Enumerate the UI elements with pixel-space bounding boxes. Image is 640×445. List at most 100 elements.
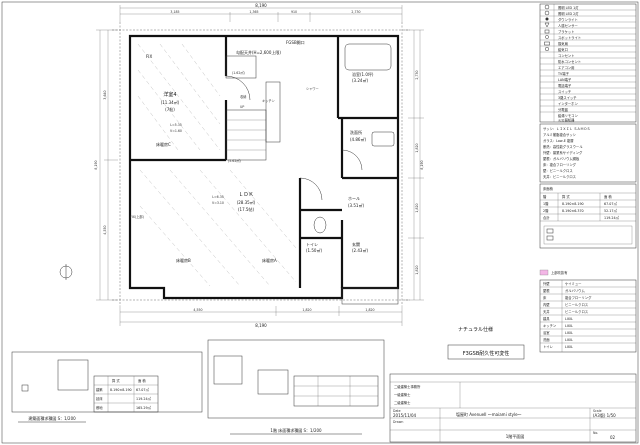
window-top-label: FGSB開口 (286, 39, 305, 45)
spec-badges: ナチュラル仕様 F3GSB耐久性可変性 (447, 326, 525, 360)
dim-bottom-overall: 8,190 (255, 323, 267, 328)
cov-h-2: 面 積 (138, 378, 146, 383)
spec-panel: サッシ：ＬＩＸＩＬ ＳＡＭＯＳ アルミ樹脂複合サッシ ガラス：Low-E 複層 … (539, 123, 637, 183)
up-label: UP (240, 105, 244, 109)
shower-label: シャワー (306, 86, 319, 91)
closet-area: (1.62㎡) (232, 70, 245, 75)
area-table-title: 床面積 (543, 186, 554, 191)
title-block: 二級建築士事務所 一級建築士 二級建築士 Date 2015/11/04 Dra… (389, 373, 637, 443)
area-h-0: 階 (543, 194, 547, 199)
spec-row-7: 壁：ビニールクロス (543, 168, 573, 173)
site-plan: 建築面積求積図 S：1/200 (11, 351, 203, 423)
dim-top-seg-0: 3,185 (170, 10, 179, 14)
western4-ceiling-l: L=5.35 (170, 123, 182, 127)
dim-bottom-seg-2: 1,820 (365, 308, 374, 312)
western4-name: 洋室4 (163, 91, 176, 98)
legend-item-8: コンセント (558, 53, 574, 58)
western4-ceiling-v: V=1.60 (170, 129, 182, 133)
right-dimensions: 8,190 2,730 1,820 1,820 1,820 (404, 29, 424, 301)
finish-r6-c0: キッチン (543, 323, 557, 328)
floor-area-plan: 1階 床面積求積図 S：1/200 (207, 339, 385, 435)
finish-r1-c1: ガルバリウム (565, 288, 585, 293)
dim-bottom-seg-1: 1,820 (302, 308, 311, 312)
ldk-name: ＬＤＫ (238, 192, 253, 198)
floor-heat-a: 床暖房A (262, 257, 277, 263)
toilet-bowl (313, 216, 327, 234)
dim-top-overall: 8,190 (255, 3, 267, 8)
area-table: 床面積 階 算 式 面 積 1階 8.190×8.190 67.07㎡ 2階 8… (539, 183, 637, 249)
office-2: 一級建築士 (394, 392, 411, 397)
legend-item-1: 照明 LED 2灯 (558, 11, 579, 16)
finish-r0-c0: 外壁 (543, 281, 550, 286)
dim-top-seg-2: 910 (291, 10, 297, 14)
dim-right-seg-2: 1,820 (415, 203, 419, 212)
toilet-area: (1.50㎡) (306, 247, 322, 253)
entrance-name: 玄関 (352, 241, 360, 247)
scale-value: (A3版) 1/50 (593, 412, 616, 418)
hall-area: (3.51㎡) (348, 202, 364, 208)
dim-left-seg-1: 4,550 (103, 225, 107, 234)
spec-row-0: サッシ：ＬＩＸＩＬ ＳＡＭＯＳ (543, 126, 590, 131)
area-r0-c2: 67.07㎡ (604, 201, 617, 206)
legend-panel: 照明 LED 1灯 照明 LED 2灯 ダウンライト 人感センサー ブラケット … (539, 3, 637, 123)
legend-item-18: 給湯リモコン (558, 113, 578, 118)
finish-r2-c1: 複合フローリング (565, 295, 592, 300)
coverage-table: 算 式 面 積 建築 8.190×8.190 67.07㎡ 延床 119.24㎡… (93, 375, 159, 413)
cov-r2-c0: 敷地 (96, 405, 103, 410)
spec-row-4: 外壁：窯業系サイディング (543, 150, 583, 155)
fix-label: FIX (146, 54, 152, 59)
finish-r6-c1: LIXIL (565, 324, 573, 328)
fix2-label: FIX(上部) (130, 214, 144, 219)
ldk-area: (28.35㎡) (237, 199, 256, 205)
natural-spec-label: ナチュラル仕様 (458, 326, 493, 333)
area-r1-c0: 2階 (543, 208, 549, 213)
spec-row-8: 天井：ビニールクロス (543, 174, 576, 179)
dim-bottom-seg-0: 4,550 (193, 308, 202, 312)
finish-r5-c0: 建具 (543, 316, 550, 321)
bath-area: (3.24㎡) (352, 77, 368, 83)
dim-left-overall: 8,190 (94, 160, 98, 169)
legend-item-6: 換気扇 (558, 41, 568, 46)
floor-plan-title: 1階 床面積求積図 S：1/200 (270, 427, 322, 433)
area-r0-c1: 8.190×8.190 (562, 202, 584, 206)
legend-item-13: 電話端子 (558, 83, 572, 88)
office-3: 二級建築士 (394, 400, 411, 405)
washroom-name: 洗面所 (350, 129, 362, 135)
ldk-ceiling-l: L=6.35 (212, 195, 224, 199)
upper-note: 上部吹抜有 (539, 269, 568, 276)
cov-r2-c2: 165.29㎡ (136, 405, 152, 410)
site-plan-title: 建築面積求積図 S：1/200 (28, 415, 76, 421)
storage-area: (5.62㎡) (228, 158, 241, 163)
legend-item-15: 3路スイッチ (558, 95, 577, 100)
dim-right-overall: 8,190 (420, 160, 424, 169)
legend-item-14: スイッチ (558, 89, 571, 94)
top-dimensions: 8,190 3,185 1,365 910 2,730 (119, 3, 403, 22)
area-h-2: 面 積 (604, 194, 612, 199)
finish-r4-c1: ビニールクロス (565, 309, 588, 314)
washbasin (371, 131, 395, 147)
finish-table: 外壁 ケイミュー 屋根 ガルバリウム 床 複合フローリング 内壁 ビニールクロス… (539, 279, 637, 353)
date-value: 2015/11/04 (393, 413, 417, 418)
scale-label: Scale (593, 409, 602, 413)
cov-r1-c0: 延床 (96, 396, 103, 401)
area-r2-c0: 合計 (543, 215, 550, 220)
spec-row-5: 屋根：ガルバリウム鋼板 (543, 156, 580, 161)
area-h-1: 算 式 (562, 194, 570, 199)
legend-item-11: TV端子 (557, 71, 570, 76)
dim-top-seg-3: 2,730 (351, 10, 360, 14)
no-label: No. (593, 431, 598, 435)
finish-r8-c0: 洗面 (543, 337, 550, 342)
legend-item-16: インターホン (558, 101, 578, 106)
spec-row-3: 断熱：高性能グラスウール (543, 144, 583, 149)
western4-area: (11.34㎡) (161, 99, 180, 105)
hall-name: ホール (348, 196, 360, 201)
dim-right-seg-3: 1,820 (415, 265, 419, 274)
floor-heat-b: 床暖房B (176, 257, 191, 263)
finish-r2-c0: 床 (543, 295, 547, 300)
ldk-ceiling-v: V=3.10 (212, 201, 224, 205)
room-labels: 勾配天井(H=2,600上限) FIX 洋室4 (11.34㎡) (7帖) L=… (130, 39, 374, 263)
dim-right-seg-0: 2,730 (415, 70, 419, 79)
western4-tatami: (7帖) (165, 106, 175, 112)
